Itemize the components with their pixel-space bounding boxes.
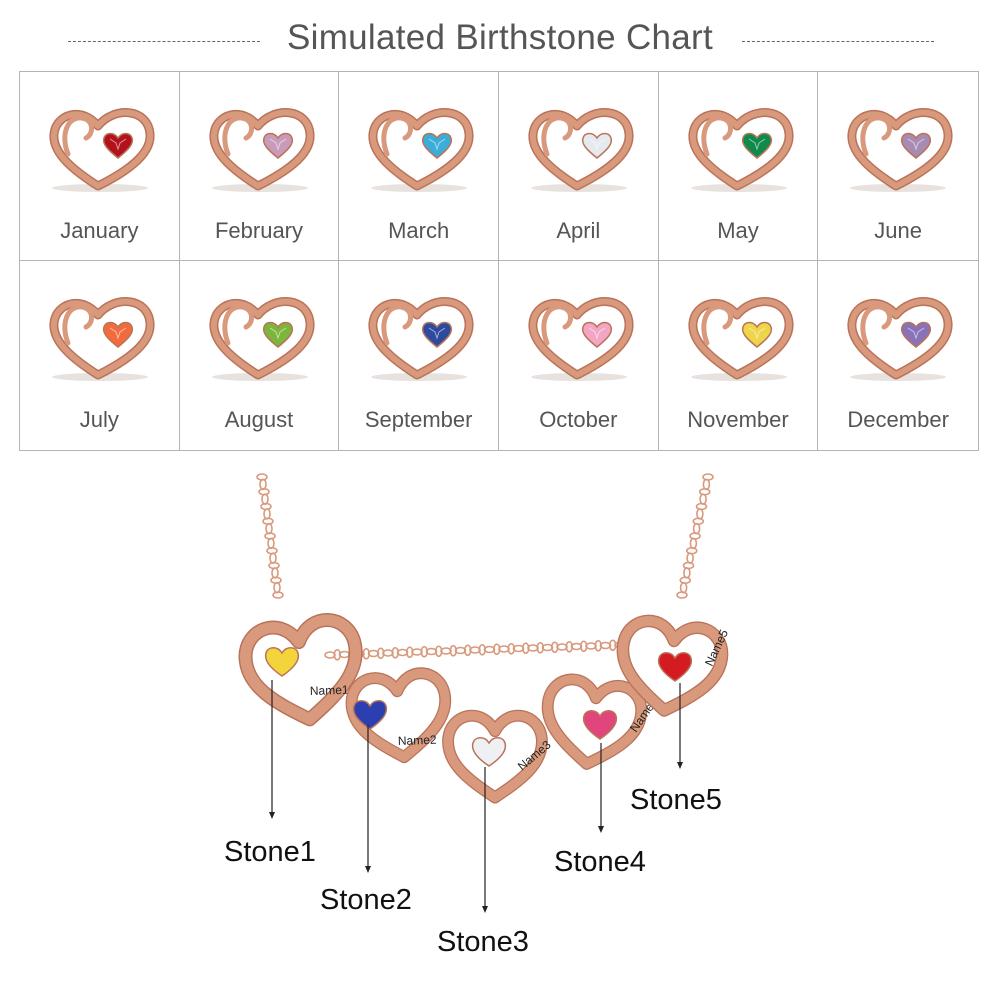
month-label: December: [847, 407, 949, 432]
stone-label: Stone2: [320, 884, 412, 916]
month-cell: May: [658, 72, 819, 261]
birthstone: [352, 700, 388, 730]
chart-title-row: Simulated Birthstone Chart: [0, 0, 1000, 72]
pendant-heart: [442, 709, 548, 804]
stone-pointer-lines: [269, 680, 683, 913]
month-label: July: [79, 407, 119, 432]
pendant-heart: [345, 667, 452, 764]
heart-earring-icon: [368, 297, 474, 381]
chart-title: Simulated Birthstone Chart: [286, 18, 714, 57]
stone-label: Stone3: [437, 926, 529, 958]
month-label: June: [874, 218, 923, 243]
month-label: April: [556, 218, 601, 243]
pendant-heart: [238, 613, 363, 727]
month-label: January: [60, 218, 139, 243]
month-label: September: [364, 407, 473, 432]
birthstone: [582, 710, 618, 740]
title-divider-left: [68, 41, 260, 42]
month-cell: November: [659, 261, 819, 450]
month-cell: October: [499, 261, 659, 450]
month-label: November: [687, 407, 789, 432]
month-label: October: [539, 407, 618, 432]
month-cell: July: [20, 261, 180, 450]
title-divider-right: [742, 41, 934, 42]
necklace-chain: [256, 473, 714, 661]
stone-label: Stone1: [224, 836, 316, 868]
birthstone: [264, 647, 300, 677]
heart-earring-icon: [49, 108, 155, 192]
month-cell: March: [339, 72, 499, 261]
heart-earring-icon: [368, 108, 474, 192]
birthstone: [471, 737, 507, 767]
birthstone: [657, 652, 693, 682]
pendant-heart: [541, 673, 648, 770]
month-cell: April: [499, 72, 659, 261]
pendant-heart: [616, 614, 729, 717]
birthstone-grid: January February March April May June Ju…: [19, 71, 979, 451]
month-label: May: [717, 218, 759, 243]
month-label: August: [224, 407, 294, 432]
month-label: March: [388, 218, 450, 243]
month-label: February: [214, 218, 304, 243]
heart-earring-icon: [528, 297, 634, 381]
month-cell: December: [818, 261, 978, 450]
month-cell: February: [179, 72, 340, 261]
stone-label: Stone5: [630, 784, 722, 816]
stone-label: Stone4: [554, 846, 646, 878]
month-cell: June: [818, 72, 978, 261]
heart-earring-icon: [847, 108, 953, 192]
heart-earring-icon: [847, 297, 953, 381]
heart-earring-icon: [688, 297, 794, 381]
month-cell: September: [339, 261, 499, 450]
month-cell: January: [20, 72, 180, 261]
heart-earring-icon: [688, 108, 794, 192]
heart-earring-icon: [528, 108, 634, 192]
month-cell: August: [180, 261, 340, 450]
engraving-text: Name1: [310, 683, 349, 698]
heart-earring-icon: [209, 297, 315, 381]
engraving-text: Name2: [398, 733, 437, 748]
heart-earring-icon: [209, 108, 315, 192]
heart-earring-icon: [49, 297, 155, 381]
